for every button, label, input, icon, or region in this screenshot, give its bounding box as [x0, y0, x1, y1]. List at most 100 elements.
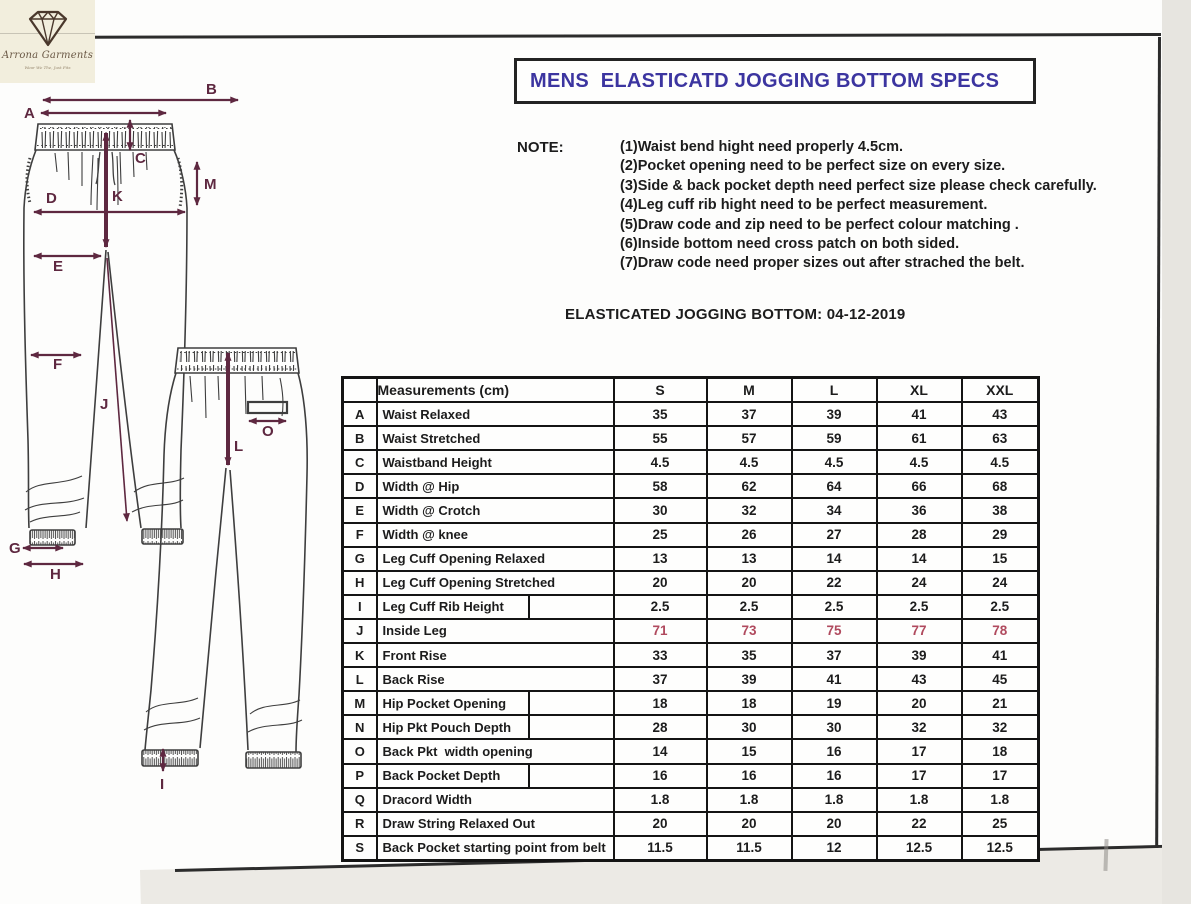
note-item: (7)Draw code need proper sizes out after…	[620, 255, 1025, 272]
row-value: 29	[960, 521, 1040, 548]
row-label: Front Rise	[375, 642, 615, 669]
row-label: Dracord Width	[375, 786, 615, 813]
row-value: 59	[790, 425, 878, 452]
row-label: Leg Cuff Opening Relaxed	[375, 545, 615, 572]
label-M: M	[204, 176, 217, 193]
row-value: 26	[705, 521, 793, 548]
note-item: (1)Waist bend hight need properly 4.5cm.	[620, 139, 904, 155]
diamond-icon	[28, 10, 68, 47]
row-value: 2.5	[875, 593, 963, 620]
label-L: L	[234, 438, 243, 455]
row-value: 71	[612, 617, 708, 645]
row-value: 41	[960, 642, 1040, 669]
row-value: 57	[705, 425, 793, 452]
garment-diagram: B A C M D K E F J G H L O I	[9, 81, 308, 793]
size-header-xxl: XXL	[960, 376, 1040, 404]
row-value: 25	[960, 810, 1040, 837]
row-value: 1.8	[612, 786, 708, 813]
row-value: 39	[790, 401, 878, 428]
row-key: C	[341, 449, 378, 476]
note-item: (3)Side & back pocket depth need perfect…	[620, 177, 1097, 194]
row-label: Waistband Height	[375, 449, 615, 476]
label-C: C	[135, 150, 146, 167]
label-I: I	[160, 776, 164, 793]
row-key: H	[341, 569, 378, 596]
row-key: R	[341, 810, 378, 837]
row-value: 2.5	[705, 593, 793, 620]
brand-name: Arrona Garments	[1, 50, 94, 61]
row-key: A	[341, 401, 378, 428]
row-value: 78	[960, 617, 1040, 645]
row-label: Back Pocket Depth	[375, 762, 615, 789]
row-value: 2.5	[790, 593, 878, 620]
size-header-xl: XL	[875, 376, 963, 404]
row-value: 12.5	[875, 834, 963, 862]
style-date-subtitle: ELASTICATED JOGGING BOTTOM: 04-12-2019	[565, 306, 906, 323]
row-label: Hip Pocket Opening	[375, 690, 615, 717]
row-label: Width @ knee	[375, 521, 615, 548]
row-value: 16	[790, 762, 878, 789]
row-value: 4.5	[960, 449, 1040, 476]
row-value: 33	[612, 642, 708, 669]
document-title: MENS ELASTICATD JOGGING BOTTOM SPECS	[530, 69, 1000, 92]
corner-cell	[341, 376, 378, 404]
row-value: 39	[705, 666, 793, 693]
row-value: 22	[790, 569, 878, 596]
label-K: K	[112, 188, 123, 205]
row-value: 58	[612, 473, 708, 500]
row-value: 14	[612, 738, 708, 765]
row-value: 4.5	[612, 449, 708, 476]
row-value: 20	[875, 690, 963, 717]
row-value: 11.5	[705, 834, 793, 862]
row-value: 14	[875, 545, 963, 572]
row-key: Q	[341, 786, 378, 813]
row-label: Width @ Crotch	[375, 497, 615, 524]
row-value: 20	[790, 810, 878, 837]
row-value: 27	[790, 521, 878, 548]
row-value: 16	[705, 762, 793, 789]
row-value: 2.5	[612, 593, 708, 620]
row-value: 75	[790, 617, 878, 645]
row-value: 1.8	[705, 786, 793, 813]
row-label: Waist Stretched	[375, 425, 615, 452]
row-key: I	[341, 593, 378, 620]
row-value: 41	[790, 666, 878, 693]
label-O: O	[262, 423, 274, 440]
row-value: 66	[875, 473, 963, 500]
row-value: 19	[790, 690, 878, 717]
row-value: 18	[960, 738, 1040, 765]
row-value: 12.5	[960, 834, 1040, 862]
row-value: 43	[960, 401, 1040, 428]
back-view-outline	[141, 347, 308, 769]
row-label: Inside Leg	[375, 617, 615, 645]
row-value: 22	[875, 810, 963, 837]
row-value: 4.5	[875, 449, 963, 476]
row-value: 17	[875, 738, 963, 765]
dimension-arrows	[22, 96, 287, 772]
row-key: O	[341, 738, 378, 765]
row-value: 62	[705, 473, 793, 500]
row-value: 13	[705, 545, 793, 572]
row-value: 73	[705, 617, 793, 645]
note-item: (2)Pocket opening need to be perfect siz…	[620, 158, 1006, 175]
row-value: 30	[612, 497, 708, 524]
document-title-box: MENS ELASTICATD JOGGING BOTTOM SPECS	[514, 58, 1036, 104]
row-value: 1.8	[790, 786, 878, 813]
row-value: 17	[960, 762, 1040, 789]
row-value: 30	[705, 714, 793, 741]
label-H: H	[50, 566, 61, 583]
row-value: 61	[875, 425, 963, 452]
row-value: 16	[790, 738, 878, 765]
row-value: 16	[612, 762, 708, 789]
